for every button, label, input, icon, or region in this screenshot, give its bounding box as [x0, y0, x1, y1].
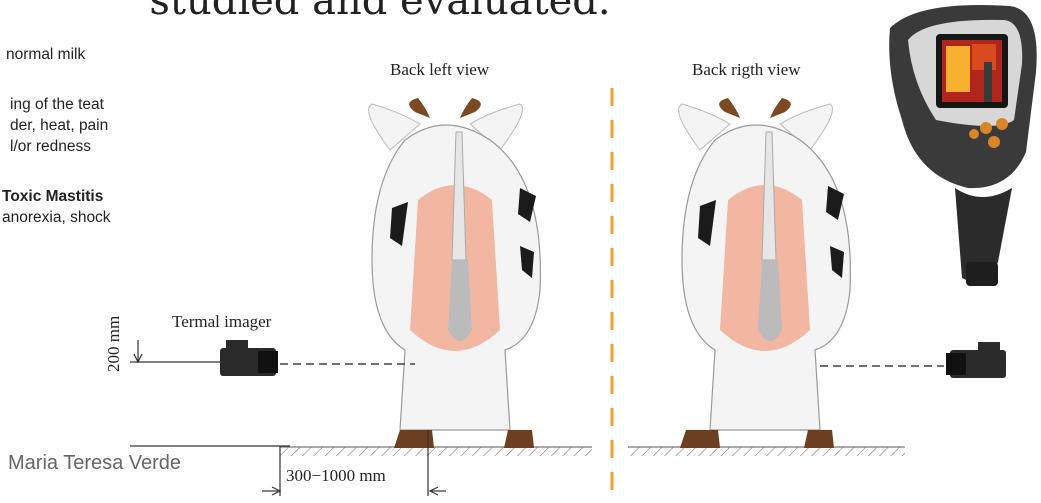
ground-right [628, 447, 905, 456]
handheld-thermal-camera-photo [889, 5, 1036, 286]
imager-label: Termal imager [172, 312, 271, 332]
author-footer: Maria Teresa Verde [8, 452, 181, 475]
cow-right-illustration [679, 98, 851, 448]
right-view-label: Back rigth view [692, 60, 801, 80]
thermal-camera-right [946, 342, 1006, 378]
cow-left-illustration [369, 98, 541, 448]
height-dimension-label: 200 mm [104, 316, 124, 372]
ground-left [280, 447, 592, 456]
thermal-camera-left [220, 340, 278, 376]
distance-dimension-label: 300−1000 mm [286, 466, 386, 486]
left-view-label: Back left view [390, 60, 489, 80]
